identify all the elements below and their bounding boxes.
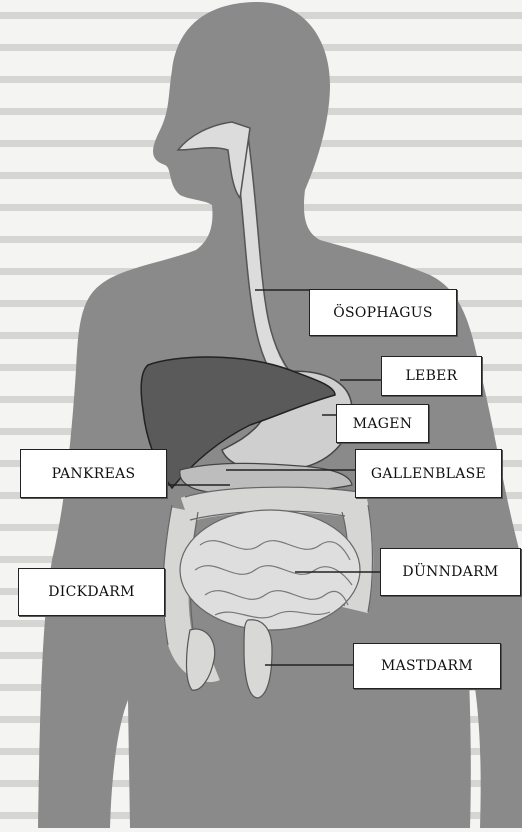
rectum-shape [244,620,272,698]
label-gallenblase-text: GALLENBLASE [371,466,486,482]
label-pankreas: PANKREAS [20,449,167,498]
label-duenndarm: DÜNNDARM [380,548,521,596]
label-leber-text: LEBER [405,368,457,384]
label-oesophagus-text: ÖSOPHAGUS [333,305,433,321]
label-dickdarm-text: DICKDARM [48,584,135,600]
label-pankreas-text: PANKREAS [52,466,136,482]
label-gallenblase: GALLENBLASE [355,449,502,498]
label-leber: LEBER [381,356,482,396]
small-intestine [180,510,360,630]
label-dickdarm: DICKDARM [18,568,165,616]
label-mastdarm-text: MASTDARM [381,658,473,674]
label-magen: MAGEN [336,404,429,443]
label-magen-text: MAGEN [353,416,413,432]
label-mastdarm: MASTDARM [353,643,501,689]
label-oesophagus: ÖSOPHAGUS [309,289,457,336]
label-duenndarm-text: DÜNNDARM [402,564,498,580]
